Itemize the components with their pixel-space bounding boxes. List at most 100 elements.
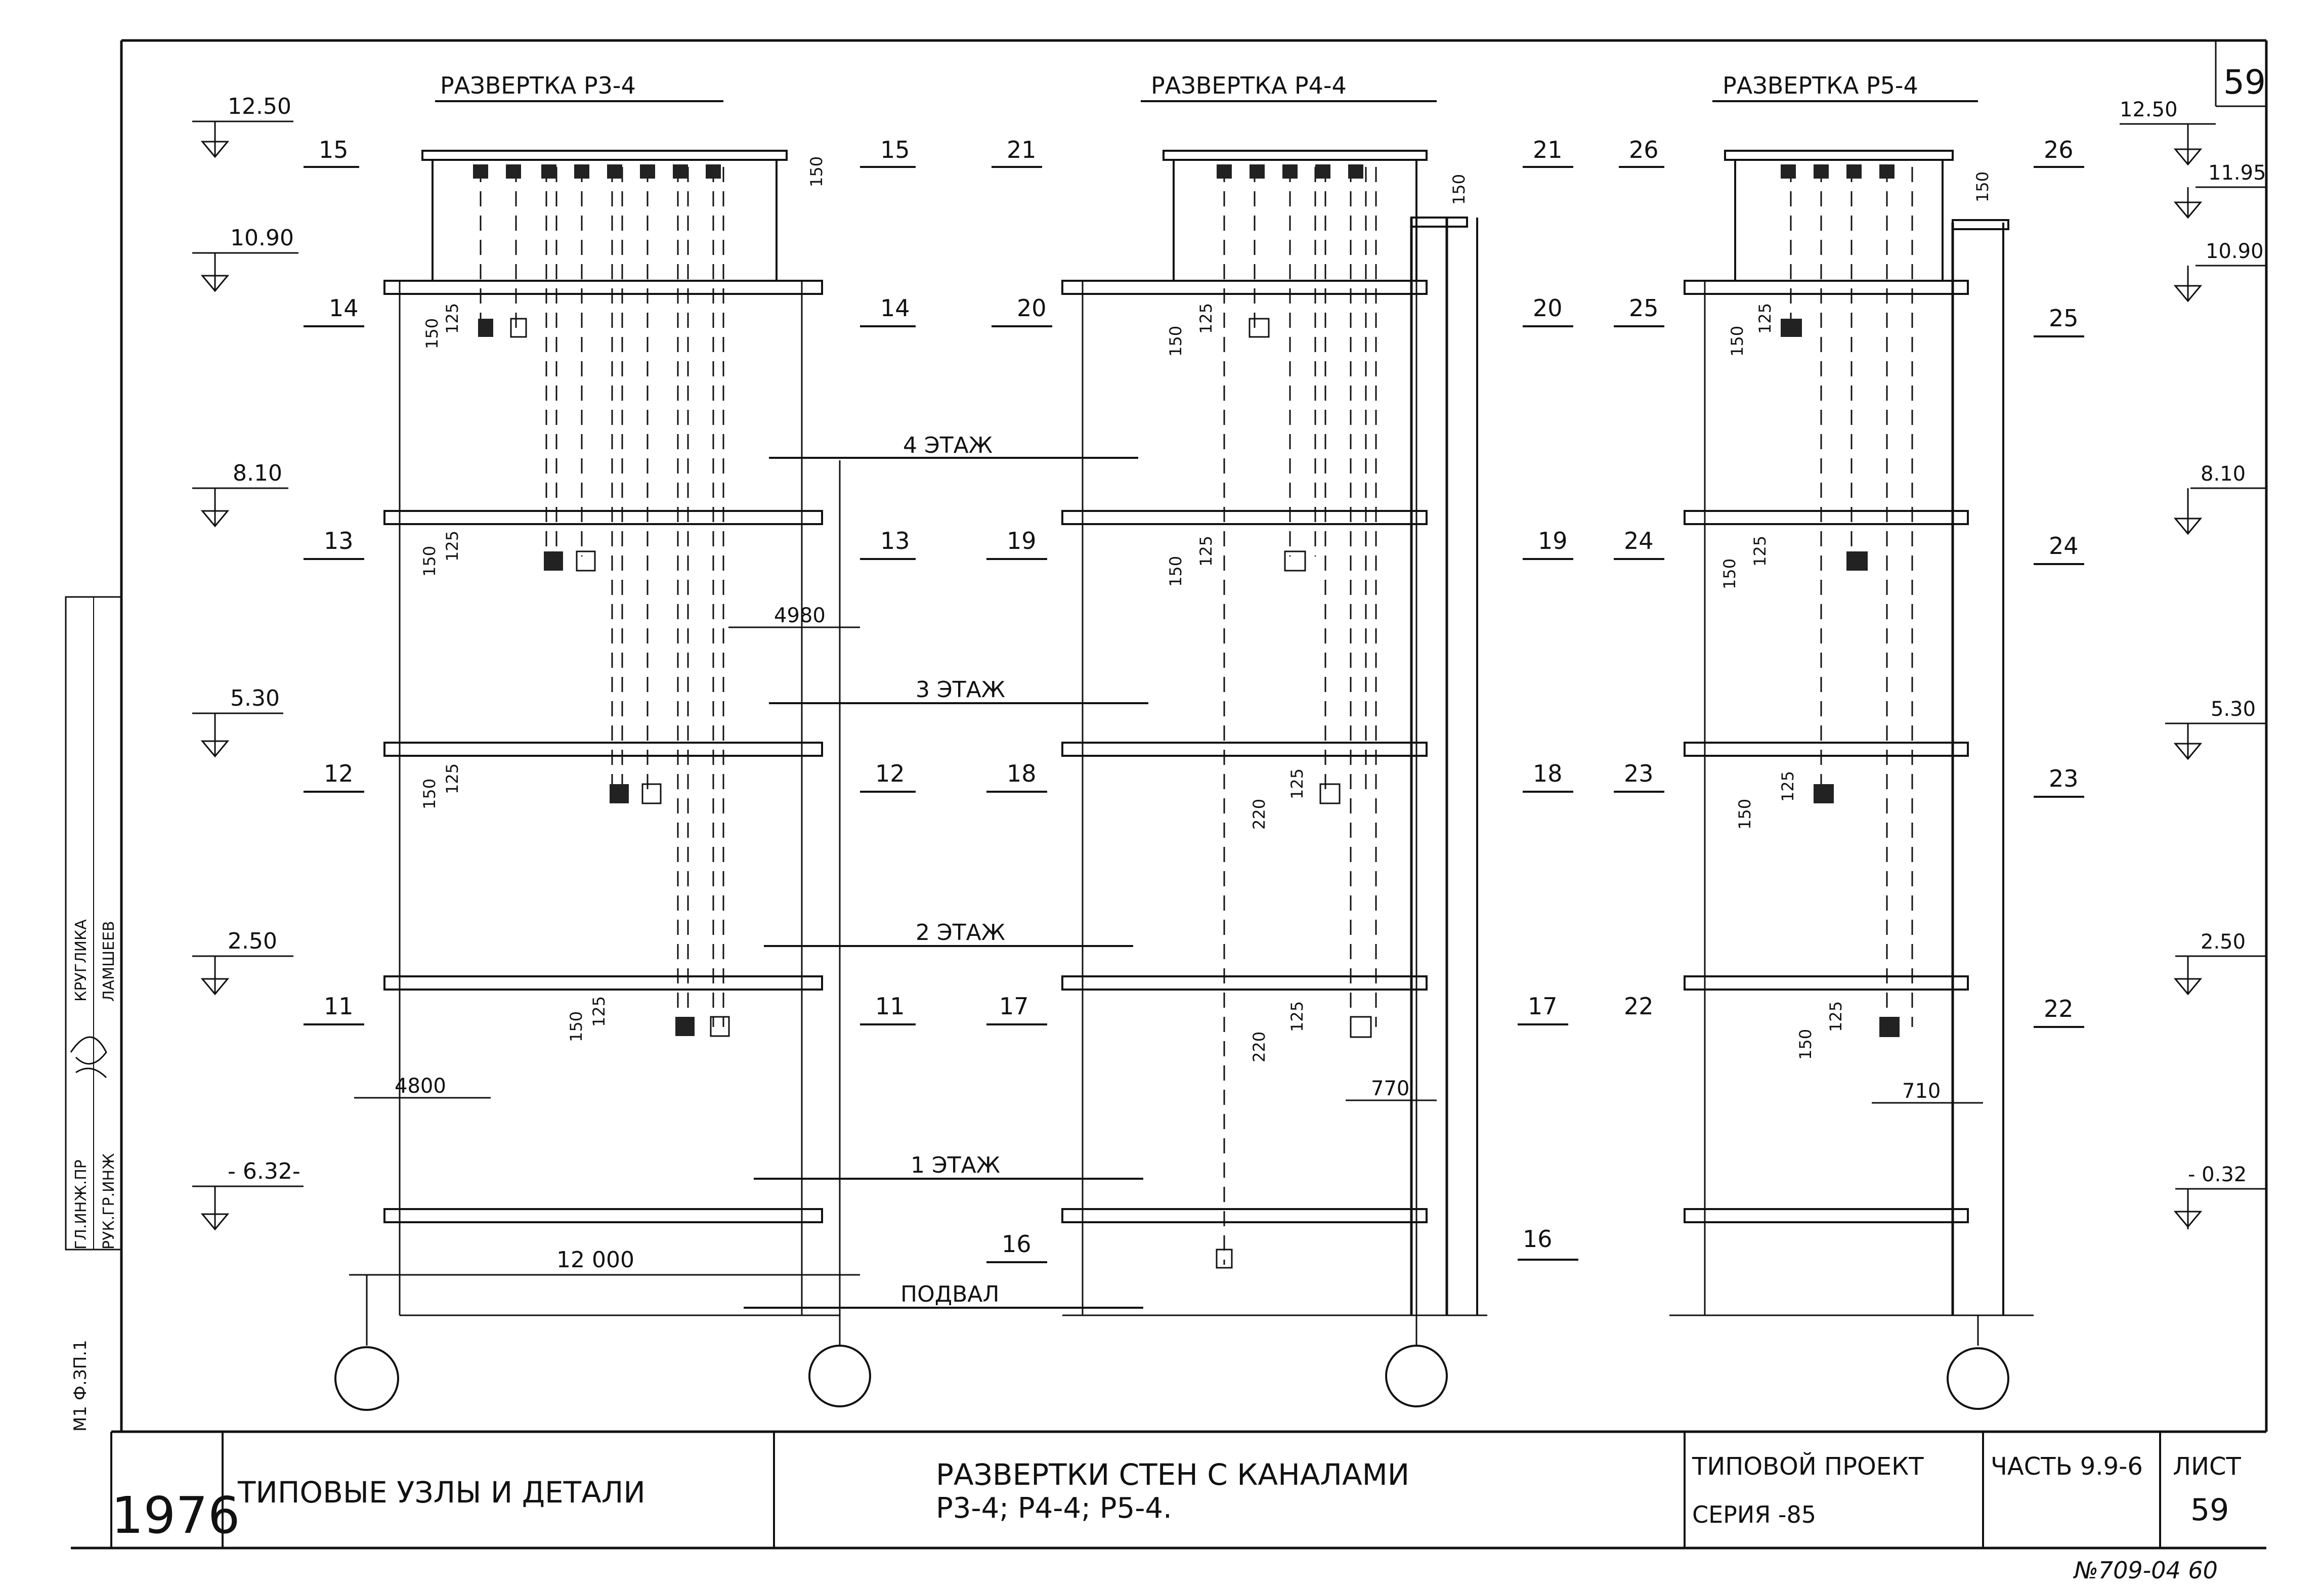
dimension: 125 (1750, 536, 1770, 567)
panel-left-label: 18 (1007, 760, 1037, 787)
dimension: 150 (1735, 799, 1754, 830)
panel-left-label: 16 (1002, 1230, 1031, 1258)
elevation-mark: 10.90 (2173, 240, 2266, 303)
dimension: 125 (1778, 771, 1797, 802)
elevation-mark: 8.10 (192, 460, 288, 528)
dimension: 12 000 (556, 1247, 634, 1273)
panel-left-label: 14 (329, 294, 359, 322)
panel-right-label: 20 (1533, 294, 1563, 322)
panel-p4-4: РАЗВЕРТКА Р4-4 (986, 72, 1578, 1407)
elevation-mark: 12.50 (2120, 98, 2216, 166)
panel-right-label: 16 (1523, 1225, 1553, 1253)
elevation-mark: - 6.32- (192, 1158, 304, 1231)
elevation-mark: 5.30 (2165, 698, 2266, 760)
panel-right-label: 15 (880, 136, 910, 163)
panel-title: РАЗВЕРТКА Р3-4 (440, 72, 636, 99)
panel-left-label: 13 (324, 527, 354, 554)
dimension: 125 (443, 303, 462, 334)
right-elevations: 12.50 11.95 10.90 8.10 5.30 2.50 (2120, 98, 2266, 1229)
dimension: 150 (567, 1011, 586, 1042)
panel-left-label: 24 (1624, 527, 1654, 554)
side-stamp-line4: ЛАМШЕЕВ (100, 921, 118, 1002)
dimension: 150 (420, 779, 439, 809)
elevation-label: 5.30 (230, 685, 280, 711)
title-sheet-number: 59 (2190, 1492, 2229, 1528)
panel-left-label: 17 (999, 993, 1029, 1020)
archive-code: М1 Ф.ЗП.1 (70, 1340, 91, 1432)
dimension: 220 (1250, 1032, 1269, 1062)
elevation-mark: 5.30 (192, 685, 283, 758)
panel-left-label: 23 (1624, 760, 1654, 787)
dimension: 150 (1796, 1029, 1815, 1060)
title-subject: ТИПОВЫЕ УЗЛЫ И ДЕТАЛИ (237, 1475, 645, 1510)
panel-right-label: 19 (1538, 527, 1568, 554)
dimension: 150 (1166, 326, 1185, 357)
elevation-label: - 0.32 (2188, 1163, 2247, 1186)
axis-circle (1385, 1345, 1448, 1407)
dimension: 150 (420, 546, 439, 577)
dimension: 150 (1728, 326, 1747, 357)
dimension: 125 (1826, 1001, 1845, 1032)
panel-left-label: 26 (1629, 136, 1659, 163)
title-block: 1976 ТИПОВЫЕ УЗЛЫ И ДЕТАЛИ РАЗВЕРТКИ СТЕ… (110, 1432, 2242, 1548)
elevation-mark: 10.90 (192, 225, 298, 292)
floor-captions: 4 ЭТАЖ 3 ЭТАЖ 2 ЭТАЖ 1 ЭТАЖ ПОДВАЛ (744, 433, 1148, 1309)
dimension: 150 (1166, 556, 1185, 587)
panel-left-label: 20 (1017, 294, 1047, 322)
title-drawing-subtitle: Р3-4; Р4-4; Р5-4. (936, 1492, 1172, 1525)
sheet-frame: 59 (71, 39, 2268, 1550)
elevation-mark: 8.10 (2173, 462, 2266, 535)
axis-circle (1947, 1347, 2009, 1410)
signature-mark (70, 1036, 107, 1079)
panel-left-label: 11 (324, 993, 354, 1020)
elevation-label: 12.50 (228, 94, 291, 119)
side-stamp-line1: ГЛ.ИНЖ.ПР (72, 1159, 90, 1250)
elevation-label: 10.90 (2206, 240, 2264, 263)
elevation-label: 5.30 (2211, 698, 2256, 721)
panel-right-label: 25 (2049, 305, 2079, 332)
panel-title: РАЗВЕРТКА Р5-4 (1723, 72, 1918, 99)
elevation-mark: 2.50 (2173, 930, 2266, 996)
panel-left-label: 25 (1629, 294, 1659, 322)
side-stamp-line2: РУК.ГР.ИНЖ (100, 1153, 118, 1250)
panel-right-label: 21 (1533, 136, 1563, 163)
dimension: 125 (1755, 303, 1775, 334)
panel-p3-4: РАЗВЕРТКА Р3-4 (304, 72, 916, 1411)
left-elevations: 12.50 10.90 8.10 5.30 2.50 - 6.32- (192, 94, 304, 1231)
dimension: 125 (443, 763, 462, 794)
title-drawing: РАЗВЕРТКИ СТЕН С КАНАЛАМИ (936, 1457, 1409, 1492)
elevation-label: 2.50 (228, 928, 277, 954)
elevation-label: - 6.32- (228, 1158, 300, 1184)
panel-right-label: 24 (2049, 532, 2079, 560)
side-stamp-line3: КРУГЛИКА (72, 919, 90, 1002)
panel-right-label: 23 (2049, 765, 2079, 792)
title-project: ТИПОВОЙ ПРОЕКТ (1692, 1452, 1924, 1481)
panel-left-label: 15 (319, 136, 349, 163)
elevation-label: 8.10 (2201, 462, 2246, 486)
axis-circle (334, 1346, 399, 1411)
panel-right-label: 22 (2044, 995, 2074, 1022)
title-part: ЧАСТЬ 9.9-6 (1991, 1452, 2143, 1481)
side-stamp: ГЛ.ИНЖ.ПР РУК.ГР.ИНЖ КРУГЛИКА ЛАМШЕЕВ М1… (65, 596, 122, 1432)
dimension: 125 (443, 531, 462, 562)
dimension: 220 (1250, 799, 1269, 830)
dimension: 770 (1371, 1077, 1409, 1100)
elevation-mark: 12.50 (192, 94, 293, 158)
panel-left-label: 21 (1007, 136, 1037, 163)
panel-right-label: 18 (1533, 760, 1563, 787)
elevation-label: 8.10 (233, 460, 282, 486)
panel-left-label: 12 (324, 760, 354, 787)
dimension: 125 (1196, 536, 1216, 567)
dimension: 150 (807, 156, 826, 187)
dimension: 150 (1720, 559, 1739, 589)
elevation-label: 10.90 (230, 225, 294, 251)
axis-circle (808, 1345, 871, 1407)
panel-right-label: 17 (1528, 993, 1558, 1020)
elevation-label: 12.50 (2120, 98, 2178, 121)
dimension: 150 (422, 318, 442, 349)
panel-left-label: 22 (1624, 993, 1654, 1020)
floor-caption-4: 4 ЭТАЖ (903, 433, 993, 458)
panel-right-label: 12 (875, 760, 905, 787)
panel-right-label: 14 (880, 294, 910, 322)
